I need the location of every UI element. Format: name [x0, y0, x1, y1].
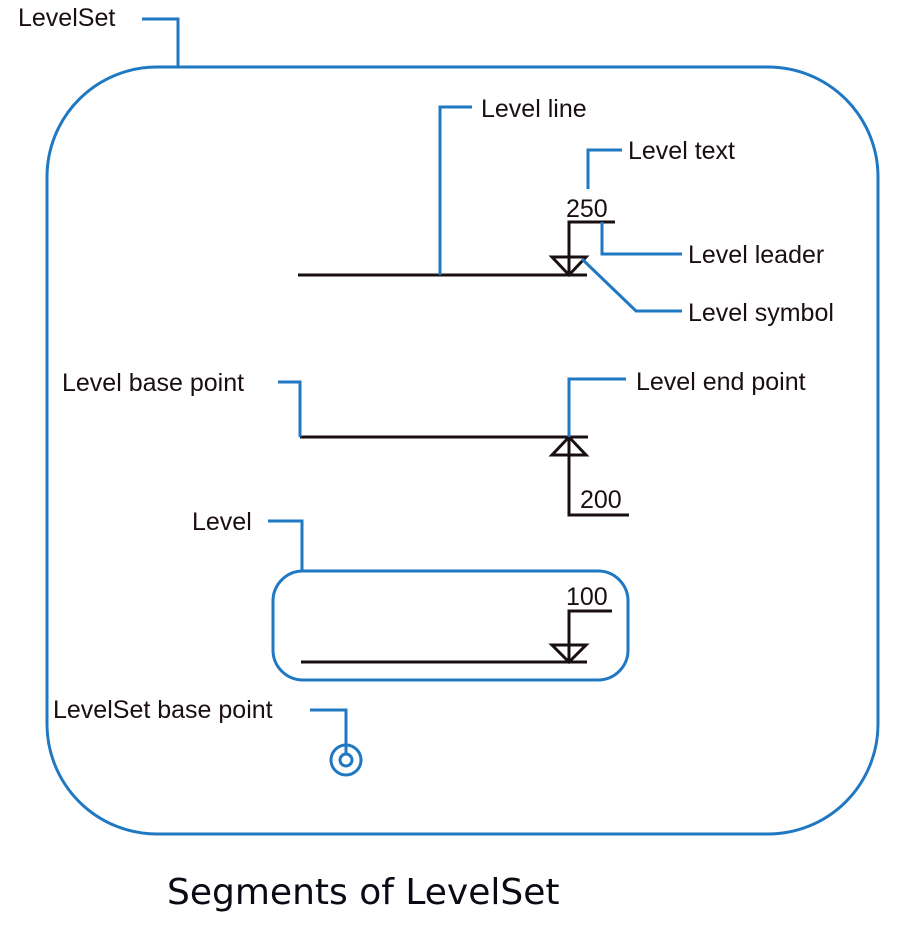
callout-levelset-base-point-leader [310, 708, 348, 754]
level-200: 200 [300, 434, 629, 517]
callout-levelset: LevelSet [18, 4, 115, 32]
callout-level-base-point: Level base point [62, 369, 244, 397]
callout-level-base-point-leader [278, 380, 302, 437]
callout-level-end-point: Level end point [636, 368, 806, 396]
callout-level-end-point-leader [567, 377, 626, 437]
level-leader [567, 609, 612, 662]
levelset-frame [45, 65, 880, 836]
callout-level-leader [268, 519, 304, 571]
callout-level-symbol-leader [580, 257, 682, 313]
callout-level-leader-leader [600, 222, 682, 256]
callout-level-text: Level text [628, 137, 735, 165]
callout-level-line: Level line [481, 95, 587, 123]
callout-levelset-base-point: LevelSet base point [53, 696, 273, 724]
level-leader [567, 437, 629, 517]
level-leader [567, 220, 615, 275]
callout-levelset-leader [142, 17, 180, 67]
callout-level-text-leader [586, 148, 622, 189]
level-text: 100 [566, 583, 608, 611]
level-100: 100 [301, 583, 612, 665]
level-frame [271, 569, 630, 682]
callout-level-symbol: Level symbol [688, 299, 834, 327]
levelset-base-point-icon [329, 743, 363, 777]
level-text: 200 [580, 486, 622, 514]
callout-level-line-leader [438, 105, 472, 275]
callout-level: Level [192, 508, 252, 536]
level-text: 250 [566, 195, 608, 223]
level-250: 250 [298, 195, 615, 278]
diagram-title: Segments of LevelSet [167, 872, 559, 913]
callout-level-leader: Level leader [688, 241, 824, 269]
